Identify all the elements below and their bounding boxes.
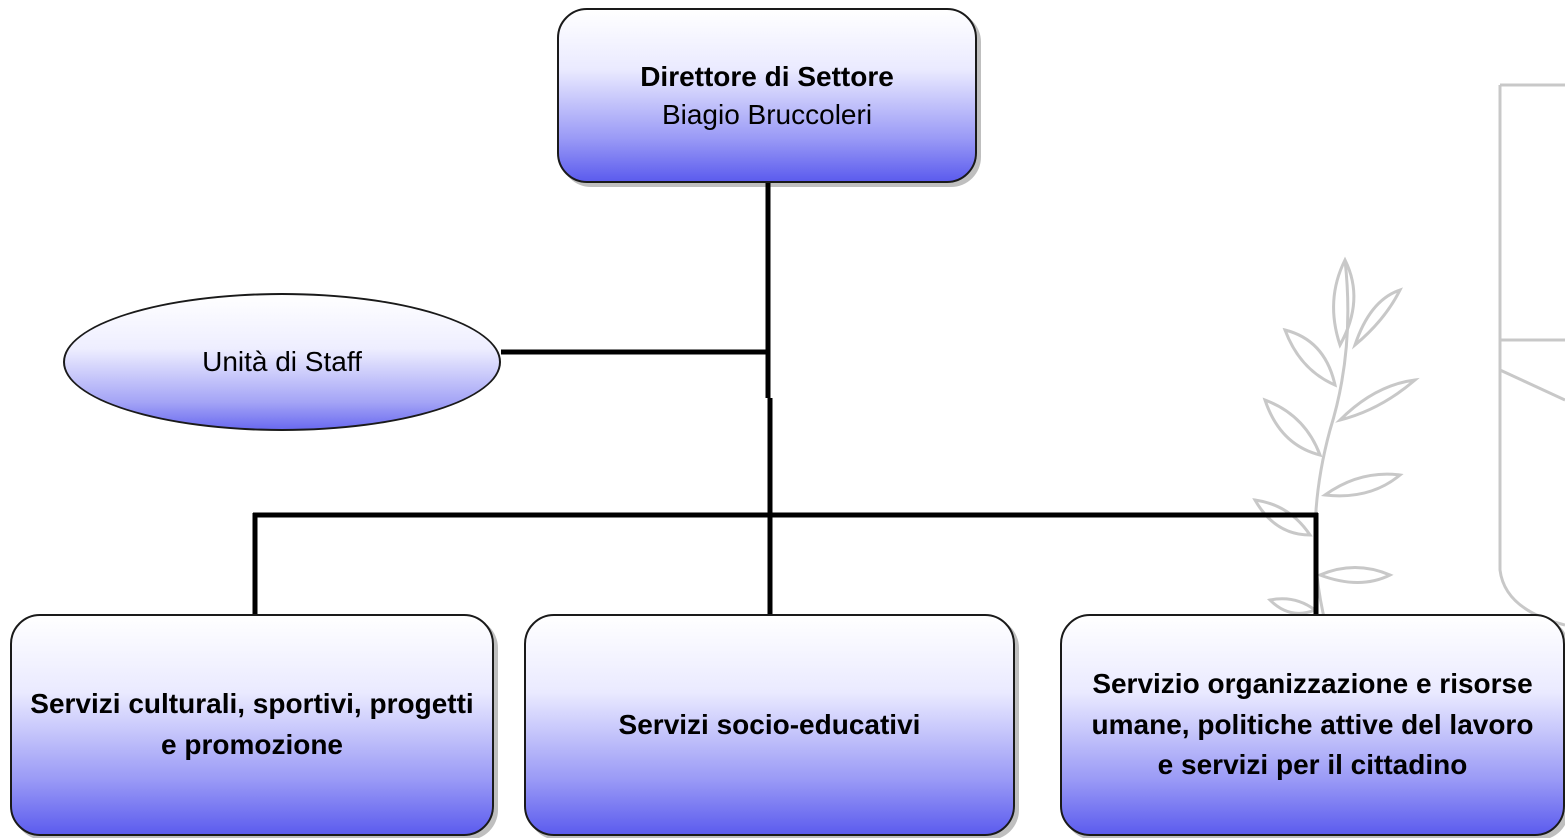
director-title: Direttore di Settore	[640, 60, 894, 92]
service-label: Servizio organizzazione e risorse umane,…	[1091, 668, 1534, 781]
service-label: Servizi culturali, sportivi, progetti e …	[30, 688, 474, 760]
staff-unit-node: Unità di Staff	[63, 293, 501, 431]
service-node-socio-educational: Servizi socio-educativi	[524, 614, 1015, 836]
service-node-organization-hr: Servizio organizzazione e risorse umane,…	[1060, 614, 1565, 836]
service-label: Servizi socio-educativi	[618, 708, 921, 740]
service-node-cultural: Servizi culturali, sportivi, progetti e …	[10, 614, 494, 836]
director-name: Biagio Bruccoleri	[661, 98, 873, 130]
director-node: Direttore di Settore Biagio Bruccoleri	[557, 8, 977, 183]
staff-unit-label: Unità di Staff	[202, 346, 362, 377]
